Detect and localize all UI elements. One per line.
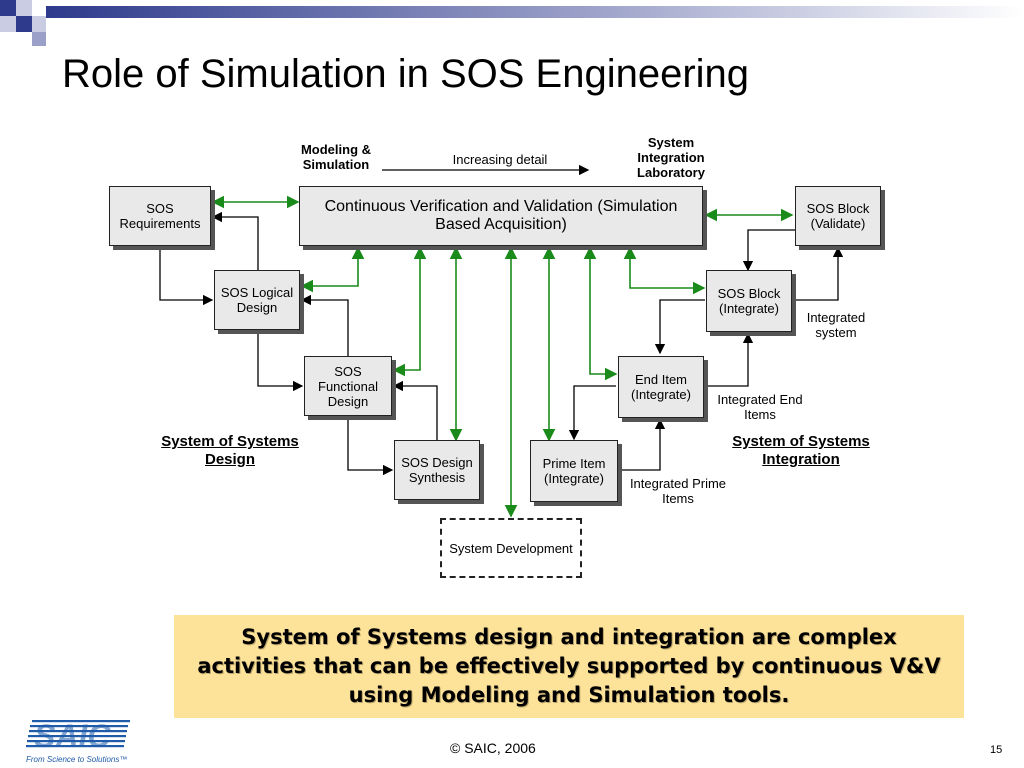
flow-block-to-validate — [793, 246, 844, 301]
flow-req-to-logical — [159, 247, 214, 306]
sos-logical-design-box: SOS Logical Design — [214, 270, 300, 330]
callout-text: System of Systems design and integration… — [197, 625, 941, 707]
flow-block-to-end — [654, 299, 705, 355]
flow-end-to-block — [705, 332, 754, 387]
flow-functional-to-synthesis — [347, 418, 394, 476]
sos-block-validate-box: SOS Block (Validate) — [795, 186, 881, 246]
sos-functional-design-box: SOS Functional Design — [304, 356, 392, 416]
green-link-block-integrate — [623, 246, 706, 295]
slide-title: Role of Simulation in SOS Engineering — [62, 52, 750, 96]
green-link-end-item — [583, 246, 618, 381]
green-link-functional — [392, 246, 427, 377]
modeling-simulation-label: Modeling & Simulation — [300, 142, 372, 172]
integrated-end-items-label: Integrated End Items — [717, 392, 803, 422]
sos-design-synthesis-box: SOS Design Synthesis — [394, 440, 480, 500]
green-link-logical — [300, 246, 365, 293]
integrated-prime-items-label: Integrated Prime Items — [629, 476, 727, 506]
flow-functional-to-logical — [300, 294, 349, 356]
footer-copyright: © SAIC, 2006 — [450, 740, 536, 756]
prime-item-integrate-box: Prime Item (Integrate) — [530, 440, 618, 502]
increasing-detail-label: Increasing detail — [452, 152, 548, 167]
continuous-vv-box: Continuous Verification and Validation (… — [299, 186, 703, 246]
sos-integration-heading: System of Systems Integration — [732, 433, 870, 468]
flow-prime-to-end — [619, 418, 666, 471]
saic-logo: SAIC From Science to Solutions™ — [26, 716, 136, 764]
integrated-system-label: Integrated system — [806, 310, 866, 340]
flow-logical-to-functional — [257, 332, 304, 392]
callout-box: System of Systems design and integration… — [174, 615, 964, 718]
flow-synthesis-to-functional — [392, 380, 438, 441]
flow-logical-to-req — [211, 211, 259, 270]
header-decoration — [0, 0, 1024, 46]
end-item-integrate-box: End Item (Integrate) — [618, 356, 704, 418]
flow-end-to-prime — [568, 385, 616, 441]
logo-wordmark: SAIC — [34, 718, 111, 752]
page-number: 15 — [990, 744, 1003, 756]
flow-validate-to-block — [742, 229, 796, 272]
sos-block-integrate-box: SOS Block (Integrate) — [706, 270, 792, 332]
system-integration-lab-label: System Integration Laboratory — [637, 135, 705, 180]
logo-tagline: From Science to Solutions™ — [26, 755, 128, 764]
sos-design-heading: System of Systems Design — [161, 433, 299, 468]
sos-requirements-box: SOS Requirements — [109, 186, 211, 246]
system-development-box: System Development — [440, 518, 582, 578]
